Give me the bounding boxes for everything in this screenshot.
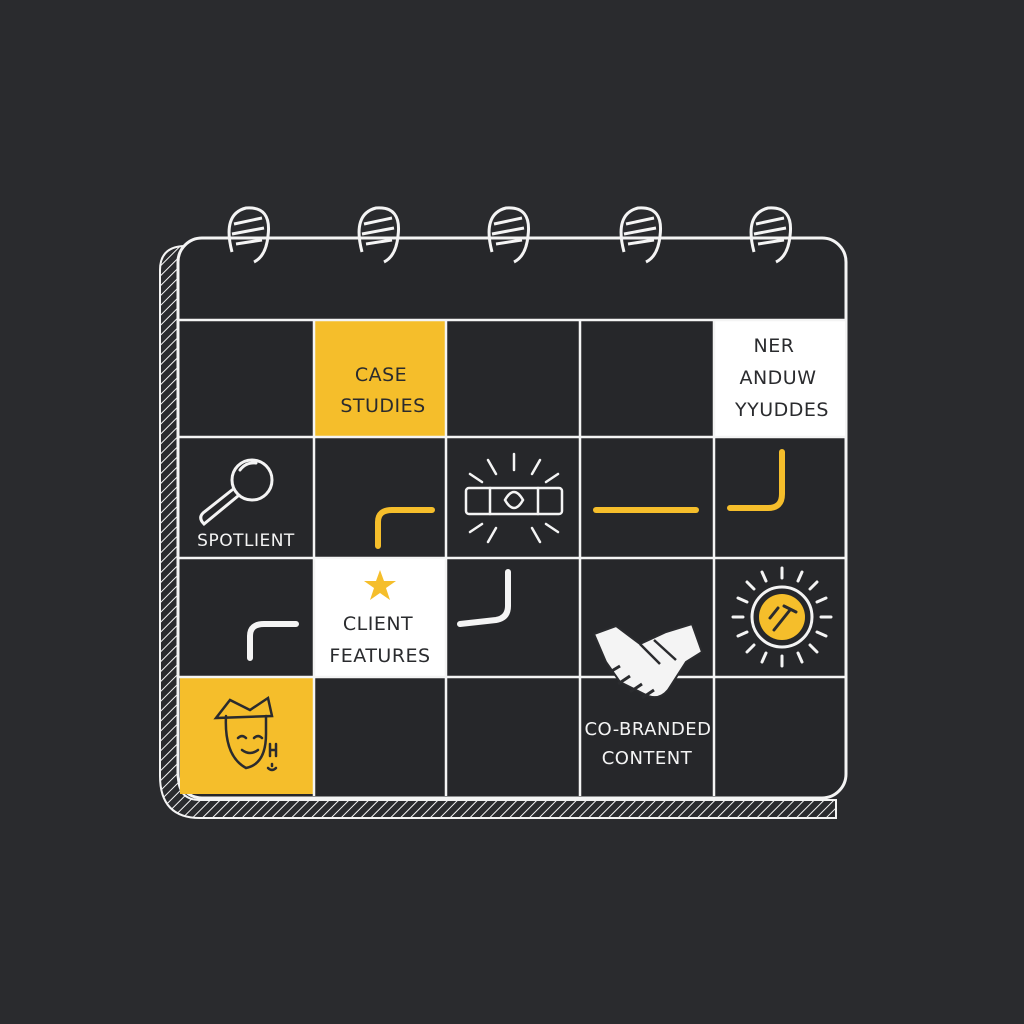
cell-person [180,677,313,794]
calendar-grid [178,318,846,796]
cell-case-studies [315,320,445,436]
client-features-line-2: FEATURES [329,645,430,667]
connector-paths [247,449,785,661]
binder-rings [227,206,793,264]
binder-ring [227,206,271,264]
client-features-line-1: CLIENT [343,613,413,635]
spotlight-label: SPOTLIENT [197,531,295,551]
case-studies-line-1: CASE [355,364,407,386]
cell-new-release [715,320,845,436]
connector-white [457,569,511,627]
new-cell-line-3: YYUDDES [734,399,829,421]
cell-labels: CASE STUDIES NER ANDUW YYUDDES SPOTLIENT… [197,335,829,769]
binder-ring [357,206,401,264]
star-icon [364,570,396,600]
ribbon-burst-icon [464,452,564,544]
case-studies-line-2: STUDIES [340,395,425,417]
co-branded-line-1: CO-BRANDED [584,719,711,740]
new-cell-line-1: NER [754,335,795,357]
binder-ring [749,206,793,264]
co-branded-line-2: CONTENT [602,748,693,769]
sun-badge-icon [731,566,833,668]
connector-yellow [375,507,435,549]
binder-ring [619,206,663,264]
person-face-icon [213,695,278,772]
handshake-icon [592,622,704,700]
binder-ring [487,206,531,264]
connector-yellow [727,449,785,511]
magnifier-icon [199,458,274,527]
new-cell-line-2: ANDUW [739,367,816,389]
connector-white [247,621,299,661]
